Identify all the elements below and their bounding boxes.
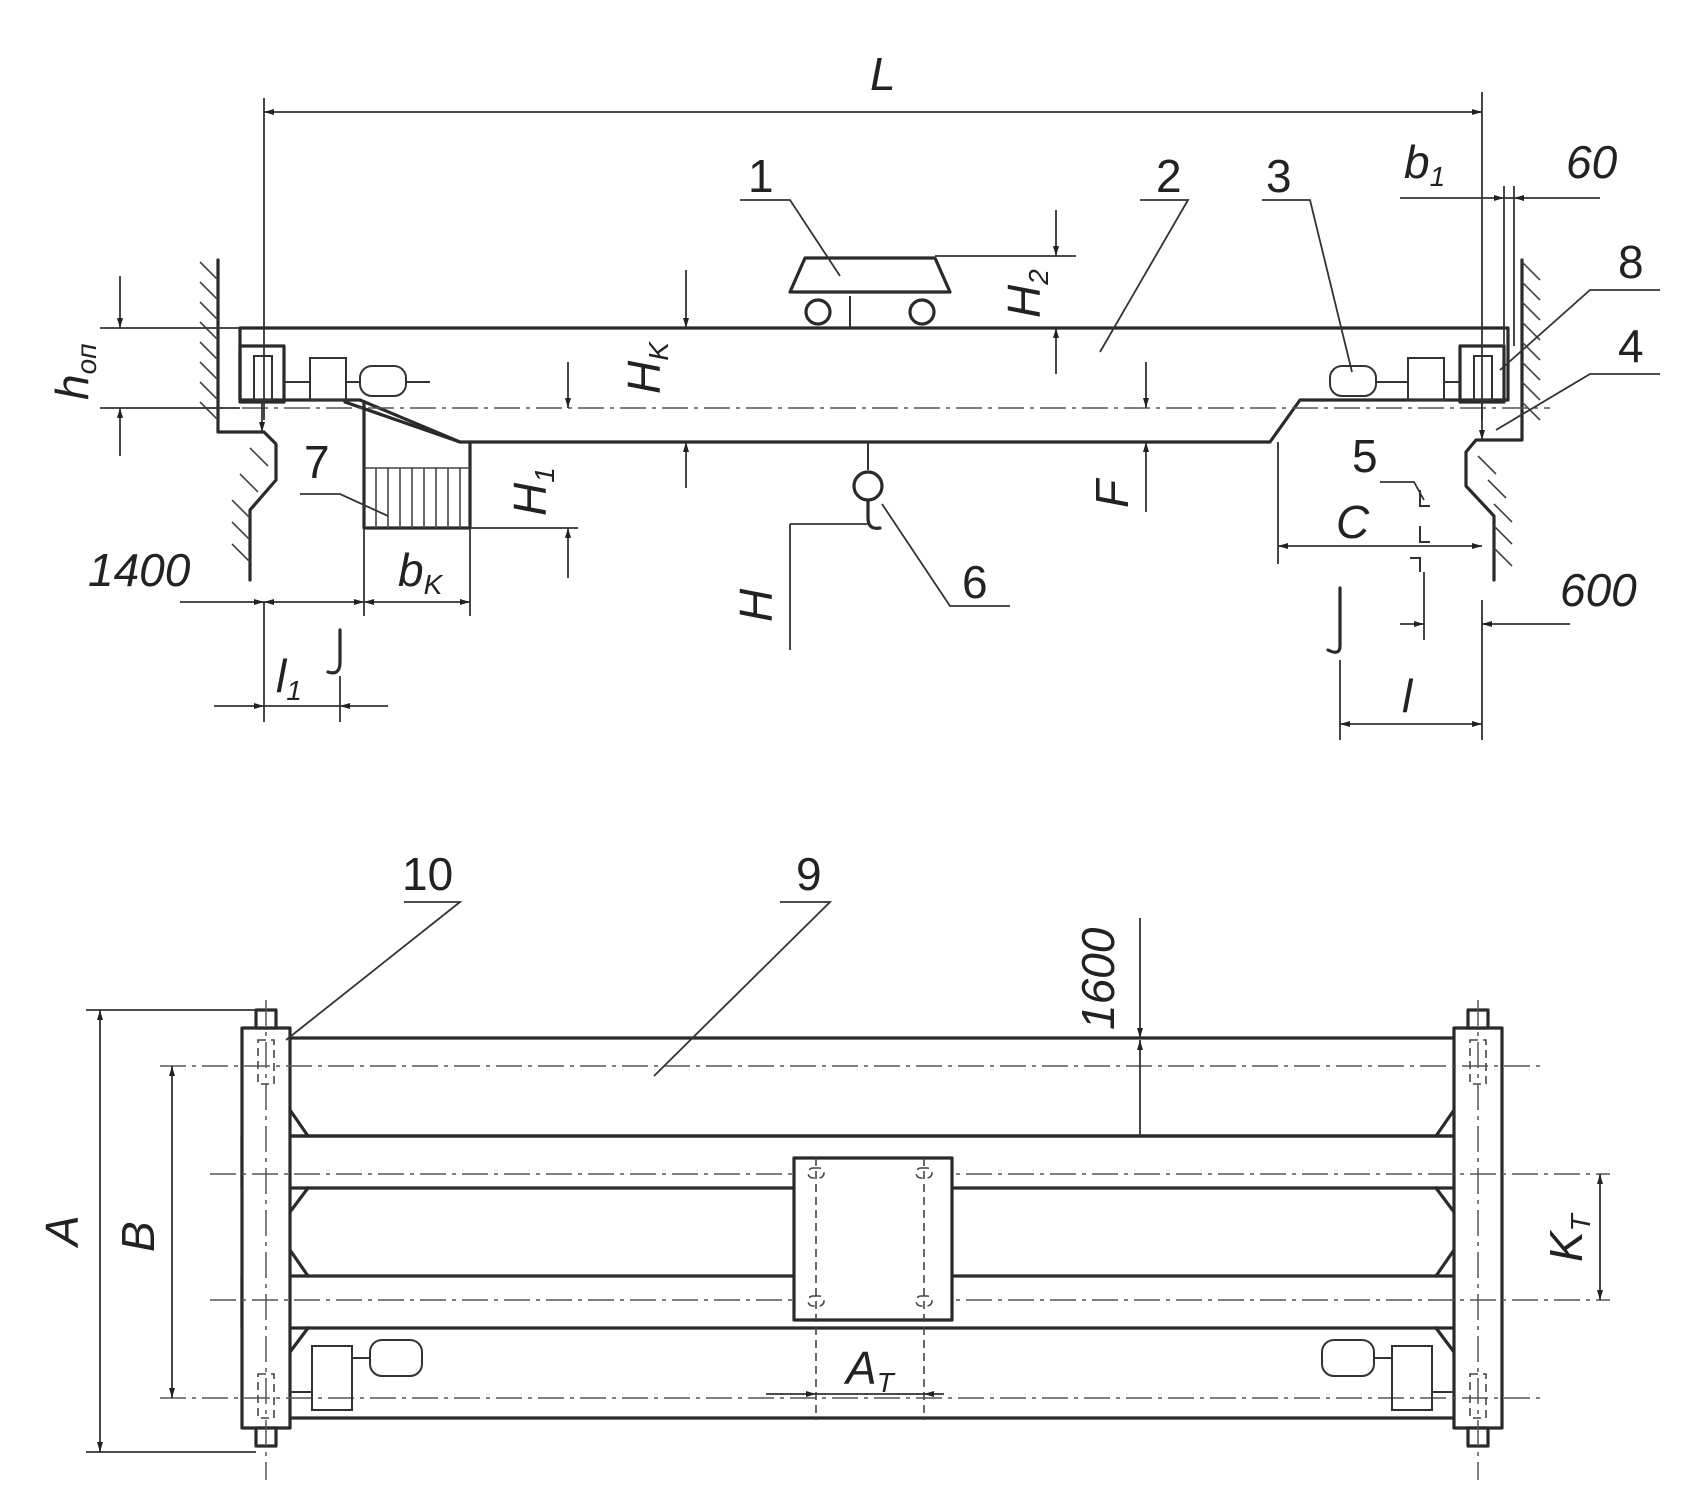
aux-hook-left — [326, 628, 342, 675]
left-wall — [199, 258, 278, 582]
label-1400: 1400 — [88, 544, 191, 596]
callout-1: 1 — [748, 150, 774, 202]
label-H: H — [730, 588, 782, 622]
dim-b1-60 — [1400, 186, 1600, 346]
right-wall — [1464, 258, 1541, 582]
trolley — [788, 256, 952, 328]
callout-9: 9 — [796, 848, 822, 900]
walkway-girder — [288, 1036, 1456, 1138]
label-H2: H2 — [998, 269, 1054, 318]
callout-10: 10 — [402, 848, 453, 900]
gussets — [288, 1108, 1456, 1354]
aux-hook-right — [1326, 586, 1342, 654]
dim-H1 — [470, 362, 578, 578]
label-bk: bK — [398, 544, 444, 600]
leader-lines-plan — [285, 901, 833, 1077]
dim-1400-bk — [180, 528, 471, 616]
callout-8: 8 — [1618, 236, 1644, 288]
dim-l — [1339, 600, 1483, 740]
dim-C — [1277, 442, 1482, 564]
dim-l1 — [214, 602, 388, 722]
main-hook — [852, 442, 884, 530]
dim-H — [789, 523, 870, 650]
label-b1: b1 — [1404, 136, 1445, 192]
plan-axes — [160, 1000, 1610, 1480]
plan-drive-left — [290, 1339, 423, 1411]
end-carriage-left — [238, 344, 286, 432]
dim-L — [263, 92, 1483, 420]
label-60: 60 — [1566, 136, 1618, 188]
label-A: A — [36, 1215, 88, 1249]
bridge-girder — [238, 326, 1510, 444]
callout-7: 7 — [304, 436, 330, 488]
label-Kt: KT — [1540, 1212, 1596, 1262]
callout-5: 5 — [1352, 430, 1378, 482]
label-hon: hоп — [46, 343, 102, 400]
rail-stops — [1410, 490, 1430, 572]
label-l1: l1 — [276, 650, 302, 706]
label-H1: H1 — [504, 467, 560, 516]
label-F: F — [1086, 477, 1138, 508]
callout-3: 3 — [1266, 150, 1292, 202]
callout-2: 2 — [1156, 150, 1182, 202]
drive-left — [284, 357, 430, 401]
drive-right — [1329, 357, 1460, 401]
plan-drive-right — [1321, 1339, 1454, 1411]
label-At: AT — [843, 1342, 896, 1398]
leader-lines-elevation — [300, 199, 1660, 607]
operator-cab — [362, 400, 472, 530]
label-1600: 1600 — [1072, 927, 1124, 1030]
callout-4: 4 — [1618, 320, 1644, 372]
label-L: L — [870, 48, 896, 100]
label-l: l — [1402, 670, 1414, 722]
label-Hk: HK — [618, 341, 674, 394]
dim-600 — [1400, 572, 1570, 640]
callout-6: 6 — [962, 556, 988, 608]
dim-A — [86, 1009, 256, 1453]
plan-view — [86, 901, 1610, 1480]
callout-numbers: 1 2 3 4 5 6 7 8 9 10 — [304, 150, 1644, 900]
label-600: 600 — [1560, 564, 1637, 616]
dim-H2 — [935, 210, 1076, 374]
label-C: C — [1336, 496, 1370, 548]
elevation-view — [100, 92, 1660, 740]
label-B: B — [112, 1221, 164, 1252]
plan-trolley — [792, 1156, 954, 1420]
dimension-labels: L b1 60 hоп HK H2 H1 F C H 1400 bK l1 60… — [36, 48, 1637, 1398]
dim-hon — [100, 276, 240, 456]
